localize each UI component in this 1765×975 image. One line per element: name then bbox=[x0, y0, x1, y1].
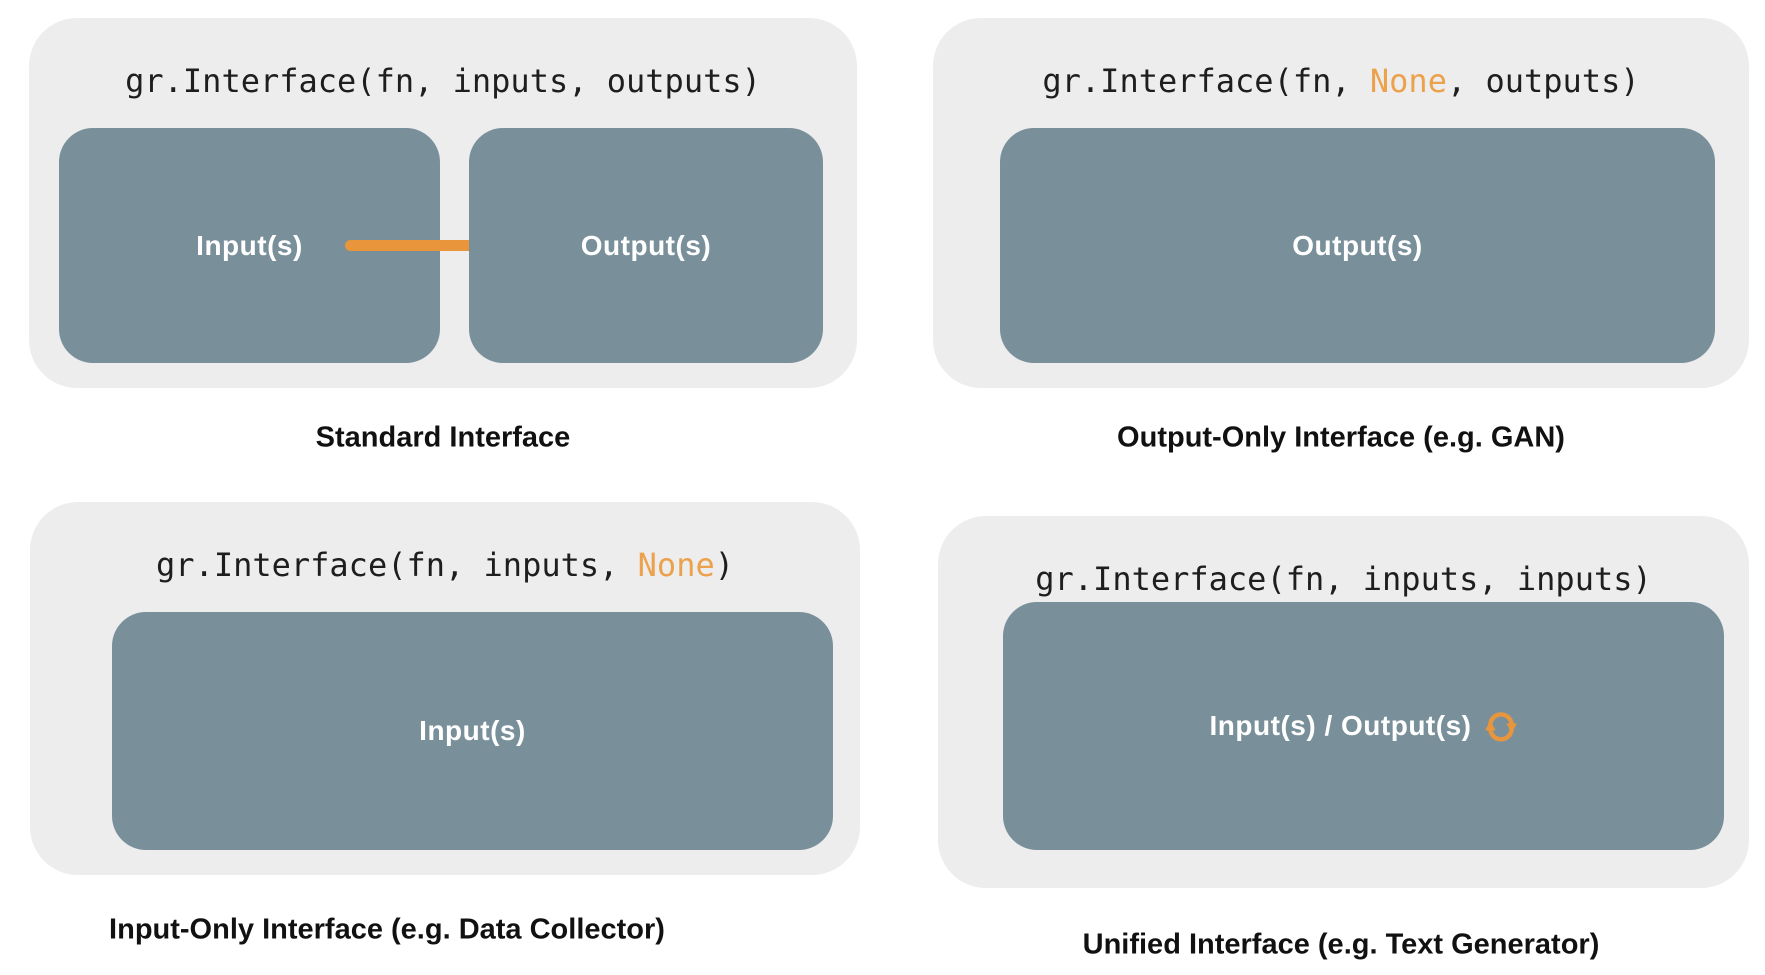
code-snippet-input-only: gr.Interface(fn, inputs, None) bbox=[30, 548, 860, 582]
panel-output-only-interface: gr.Interface(fn, None, outputs) Output(s… bbox=[933, 18, 1749, 388]
caption-input-only-interface: Input-Only Interface (e.g. Data Collecto… bbox=[109, 913, 665, 946]
input-output-box-label: Input(s) / Output(s) bbox=[1209, 710, 1472, 741]
code-text: gr.Interface(fn, inputs, inputs) bbox=[1035, 560, 1652, 598]
code-text: gr.Interface(fn, bbox=[1042, 62, 1370, 100]
caption-unified-interface: Unified Interface (e.g. Text Generator) bbox=[1082, 928, 1600, 961]
output-box-label: Output(s) bbox=[580, 229, 712, 261]
input-box-label: Input(s) bbox=[196, 229, 303, 261]
input-box: Input(s) bbox=[112, 612, 833, 850]
panel-input-only-interface: gr.Interface(fn, inputs, None) Input(s) bbox=[30, 502, 860, 875]
panel-standard-interface: gr.Interface(fn, inputs, outputs) Input(… bbox=[29, 18, 857, 388]
input-output-box: Input(s) / Output(s) bbox=[1003, 602, 1724, 850]
code-snippet-output-only: gr.Interface(fn, None, outputs) bbox=[933, 64, 1749, 98]
code-none-highlight: None bbox=[637, 546, 715, 584]
code-snippet-standard: gr.Interface(fn, inputs, outputs) bbox=[29, 64, 857, 98]
input-box-label: Input(s) bbox=[419, 715, 526, 746]
code-text: ) bbox=[714, 546, 734, 584]
code-snippet-unified: gr.Interface(fn, inputs, inputs) bbox=[938, 562, 1749, 596]
code-text: gr.Interface(fn, inputs, bbox=[156, 546, 638, 584]
output-box: Output(s) bbox=[1000, 128, 1715, 363]
output-box: Output(s) bbox=[469, 128, 823, 363]
arrow-shaft bbox=[345, 240, 505, 251]
output-box-label: Output(s) bbox=[1292, 229, 1423, 261]
code-text: gr.Interface(fn, inputs, outputs) bbox=[125, 62, 761, 100]
caption-output-only-interface: Output-Only Interface (e.g. GAN) bbox=[1117, 421, 1565, 454]
sync-icon bbox=[1485, 710, 1518, 742]
code-text: , outputs) bbox=[1446, 62, 1640, 100]
code-none-highlight: None bbox=[1369, 62, 1447, 100]
caption-standard-interface: Standard Interface bbox=[315, 421, 571, 454]
panel-unified-interface: gr.Interface(fn, inputs, inputs) Input(s… bbox=[938, 516, 1749, 888]
